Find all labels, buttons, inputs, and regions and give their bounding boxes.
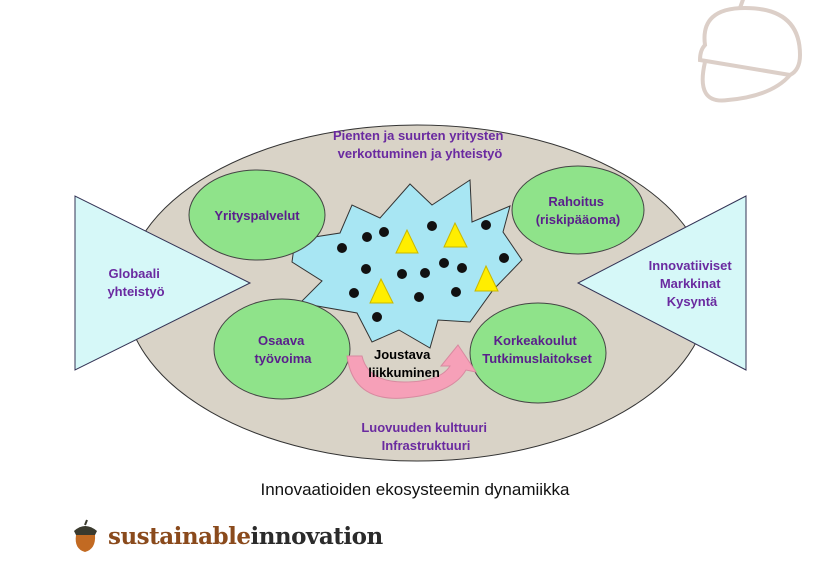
markers	[369, 221, 499, 304]
brand-wordmark-part1: sustainable	[108, 522, 251, 550]
brand-wordmark-part2: innovation	[250, 522, 383, 550]
acorn-icon	[74, 519, 97, 552]
acorn-watermark-icon	[697, 0, 803, 103]
circle-label-korkeakoulut: Korkeakoulut Tutkimuslaitokset	[482, 333, 592, 366]
dots	[337, 220, 509, 322]
diagram-caption: Innovaatioiden ekosysteemin dynamiikka	[260, 480, 570, 499]
dot	[337, 243, 347, 253]
flexible-movement-arrow	[346, 344, 478, 399]
marker-triangle	[369, 277, 394, 304]
marker-triangle	[474, 264, 499, 292]
dot	[349, 288, 359, 298]
circle-yrityspalvelut	[188, 169, 326, 261]
top-label: Pienten ja suurten yritysten verkottumin…	[333, 128, 507, 161]
dot	[372, 312, 382, 322]
marker-triangle	[395, 228, 419, 254]
center-arrow-label: Joustava liikkuminen	[368, 347, 440, 380]
circle-osaava-tyovoima	[213, 298, 351, 400]
circle-label-rahoitus: Rahoitus (riskipääoma)	[536, 194, 621, 227]
dot	[451, 287, 461, 297]
marker-triangle	[443, 221, 468, 248]
right-triangle-label: Innovatiiviset Markkinat Kysyntä	[649, 258, 736, 309]
dot	[420, 268, 430, 278]
circle-label-osaava: Osaava työvoima	[254, 333, 312, 366]
dot	[439, 258, 449, 268]
bottom-label: Luovuuden kulttuuri Infrastruktuuri	[361, 420, 490, 453]
left-triangle-label: Globaali yhteistyö	[107, 266, 164, 299]
circle-label-yrityspalvelut: Yrityspalvelut	[214, 208, 300, 223]
dot	[414, 292, 424, 302]
brand-logo: sustainableinnovation	[70, 516, 383, 556]
circle-korkeakoulut	[469, 302, 607, 404]
dot	[361, 264, 371, 274]
brand-wordmark: sustainableinnovation	[108, 523, 383, 550]
dot	[379, 227, 389, 237]
dot	[427, 221, 437, 231]
center-starburst	[291, 179, 523, 349]
right-triangle	[576, 195, 747, 371]
ecosystem-diagram: Pienten ja suurten yritysten verkottumin…	[74, 0, 803, 462]
left-triangle	[74, 195, 252, 371]
dot	[481, 220, 491, 230]
dot	[397, 269, 407, 279]
dot	[499, 253, 509, 263]
circle-rahoitus	[511, 165, 645, 255]
dot	[457, 263, 467, 273]
dot	[362, 232, 372, 242]
